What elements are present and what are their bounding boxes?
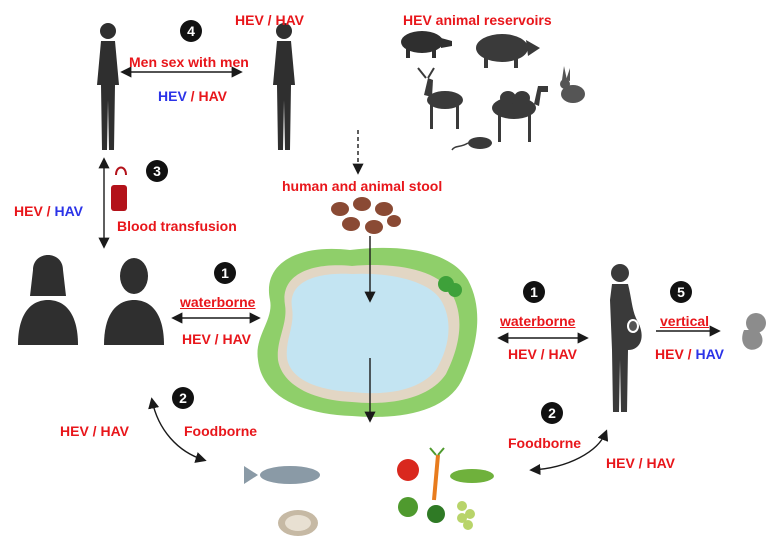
route-4-virus-top: HEV / HAV: [235, 12, 304, 28]
virus-hev: HEV: [14, 203, 43, 219]
reservoirs-title: HEV animal reservoirs: [403, 12, 552, 28]
route-1-left-label: waterborne: [180, 294, 256, 310]
route-3-virus: HEV / HAV: [14, 203, 83, 219]
route-3-badge: 3: [146, 160, 168, 182]
camel-icon: [492, 86, 548, 142]
route-1-left-badge: 1: [214, 262, 236, 284]
virus-hev: HEV: [655, 346, 684, 362]
fetus-icon: [742, 313, 766, 350]
pig-icon: [401, 31, 452, 58]
man-left-silhouette: [97, 23, 119, 150]
route-5-virus: HEV / HAV: [655, 346, 724, 362]
vegetables-icon: [397, 447, 494, 530]
rabbit-icon: [560, 66, 585, 103]
virus-hev: HEV: [158, 88, 187, 104]
route-5-label: vertical: [660, 313, 710, 329]
route-1-left-virus: HEV / HAV: [182, 331, 251, 347]
route-2-left-label: Foodborne: [184, 423, 258, 439]
route-2-left-virus: HEV / HAV: [60, 423, 129, 439]
arrow-foodborne-left: [148, 397, 207, 463]
route-1-right-virus: HEV / HAV: [508, 346, 577, 362]
man-right-silhouette: [273, 23, 295, 150]
stool-label: human and animal stool: [282, 178, 443, 194]
route-2-left-badge: 2: [172, 387, 194, 409]
route-1-right-label: waterborne: [500, 313, 576, 329]
stool-icon: [331, 197, 401, 234]
virus-separator: /: [186, 88, 199, 104]
man-bust-silhouette: [104, 258, 164, 345]
deer-icon: [417, 67, 463, 129]
route-2-right-badge: 2: [541, 402, 563, 424]
fish-icon: [244, 466, 320, 484]
virus-hav: HAV: [695, 346, 724, 362]
route-2-right-virus: HEV / HAV: [606, 455, 675, 471]
oyster-icon: [278, 510, 318, 536]
virus-hav: HAV: [54, 203, 83, 219]
arrows: [98, 66, 721, 476]
pregnant-woman-silhouette: [610, 264, 642, 412]
virus-separator: /: [683, 346, 696, 362]
route-4-label: Men sex with men: [129, 54, 249, 70]
virus-hav: HAV: [198, 88, 227, 104]
route-4-badge: 4: [180, 20, 202, 42]
route-4-virus-bottom: HEV / HAV: [158, 88, 227, 104]
route-3-label: Blood transfusion: [117, 218, 237, 234]
virus-separator: /: [42, 203, 55, 219]
route-5-badge: 5: [670, 281, 692, 303]
pond: [257, 247, 478, 417]
blood-bag-icon: [111, 166, 127, 211]
route-1-right-badge: 1: [523, 281, 545, 303]
rat-icon: [451, 137, 492, 151]
route-2-right-label: Foodborne: [508, 435, 582, 451]
boar-icon: [476, 34, 540, 68]
woman-bust-silhouette: [18, 255, 78, 345]
arrow-foodborne-right: [529, 429, 609, 476]
